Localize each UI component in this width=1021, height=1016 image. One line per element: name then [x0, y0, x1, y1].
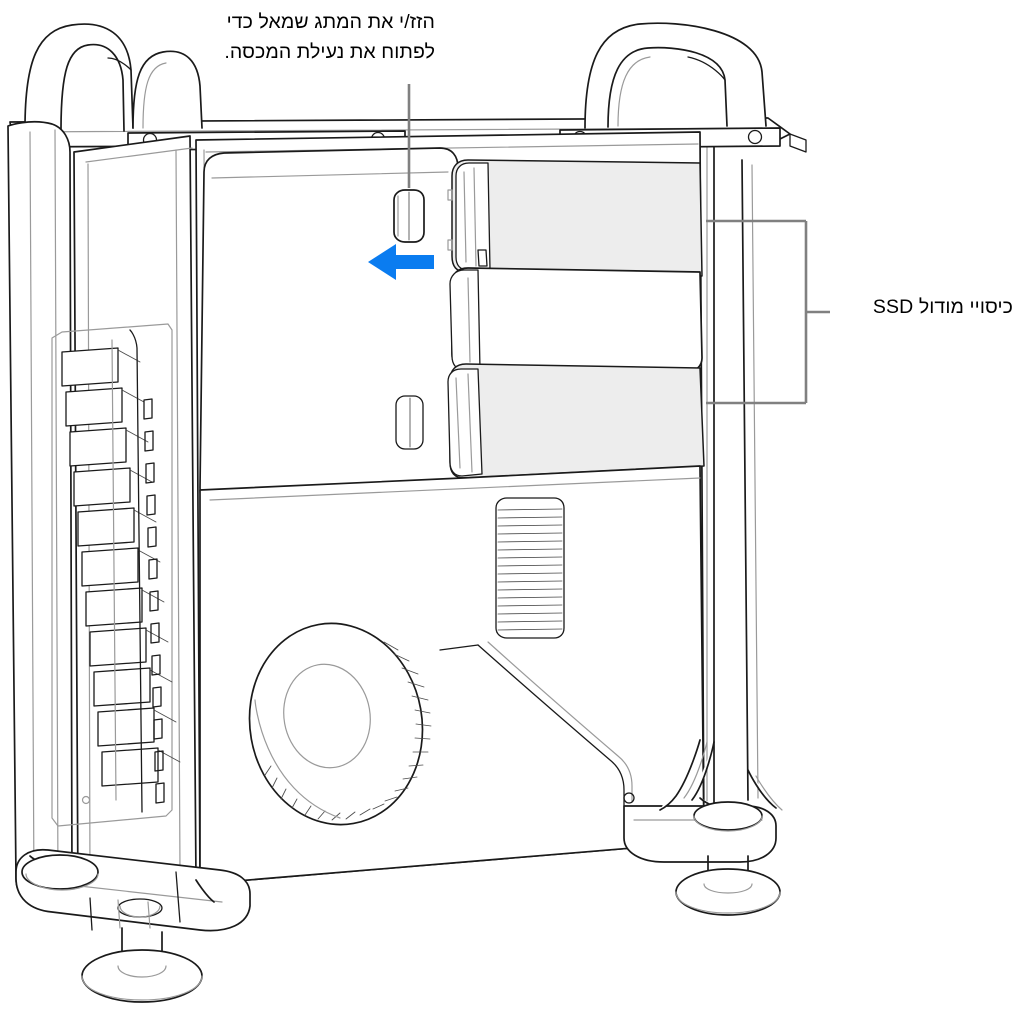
lower-compartment [199, 465, 705, 885]
secondary-latch[interactable] [395, 395, 424, 450]
support-feet [15, 739, 783, 1003]
base-post-center [117, 898, 163, 918]
diagonal-brace [439, 641, 635, 807]
foot-front-right [675, 855, 781, 916]
ssd-module-cover-bottom [447, 363, 705, 479]
left-side-vent-panel [51, 323, 181, 827]
lower-vent-grille [495, 497, 565, 639]
slide-left-arrow [368, 244, 434, 280]
ssd-module-covers-callout-text: כיסויי מודול SSD [872, 296, 1013, 318]
chassis-frame-right [699, 129, 759, 841]
carry-handle-right [584, 22, 767, 129]
carry-handle-left [24, 23, 203, 132]
ssd-module-bays [447, 159, 705, 479]
ssd-covers-bracket [706, 219, 830, 405]
inner-slot-column [129, 329, 165, 813]
foot-rear-left [21, 854, 99, 891]
module-bay-middle [449, 267, 703, 373]
ssd-module-cover-top [447, 159, 703, 277]
lock-latch-callout-text: הזז/י את המתג שמאל כדי לפתוח את נעילת המ… [224, 11, 435, 63]
cooling-fan [248, 622, 432, 826]
foot-front-left [81, 927, 203, 1003]
foot-rear-right [693, 797, 763, 832]
cover-lock-switch[interactable] [393, 189, 425, 243]
